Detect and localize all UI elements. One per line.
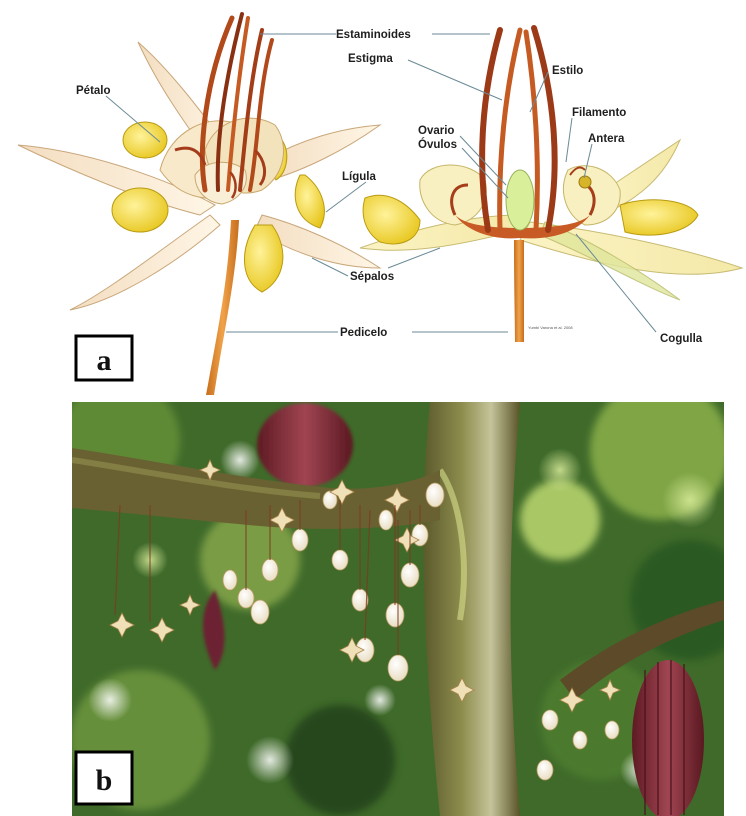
label-estaminoides: Estaminoides bbox=[336, 29, 411, 41]
label-pedicelo: Pedicelo bbox=[340, 327, 387, 339]
label-antera: Antera bbox=[588, 133, 625, 145]
panel-b-letter: b bbox=[96, 764, 113, 797]
panel-b-photo: b bbox=[60, 380, 746, 816]
label-filamento: Filamento bbox=[572, 107, 626, 119]
tree-trunk bbox=[423, 402, 520, 816]
label-petalo: Pétalo bbox=[76, 85, 111, 97]
panel-b-letter-box: b bbox=[76, 752, 132, 804]
illustration-credit: Yumbi Varona et al. 2008 bbox=[528, 325, 573, 330]
cacao-pod-top bbox=[257, 403, 353, 487]
panel-a-diagram: Estaminoides Estigma Estilo Pétalo Filam… bbox=[18, 14, 742, 395]
panel-a-letter-box: a bbox=[76, 336, 132, 380]
label-sepalos: Sépalos bbox=[350, 271, 394, 283]
label-ligula: Lígula bbox=[342, 171, 376, 183]
label-estigma: Estigma bbox=[348, 53, 393, 65]
panel-a-letter: a bbox=[97, 344, 112, 377]
label-ovario: Ovario bbox=[418, 125, 454, 137]
left-flower-illustration bbox=[18, 14, 380, 395]
label-ovulos: Óvulos bbox=[418, 138, 457, 151]
right-flower-illustration bbox=[360, 28, 742, 342]
label-cogulla: Cogulla bbox=[660, 333, 703, 345]
label-estilo: Estilo bbox=[552, 65, 583, 77]
cacao-pod-right bbox=[632, 660, 704, 816]
